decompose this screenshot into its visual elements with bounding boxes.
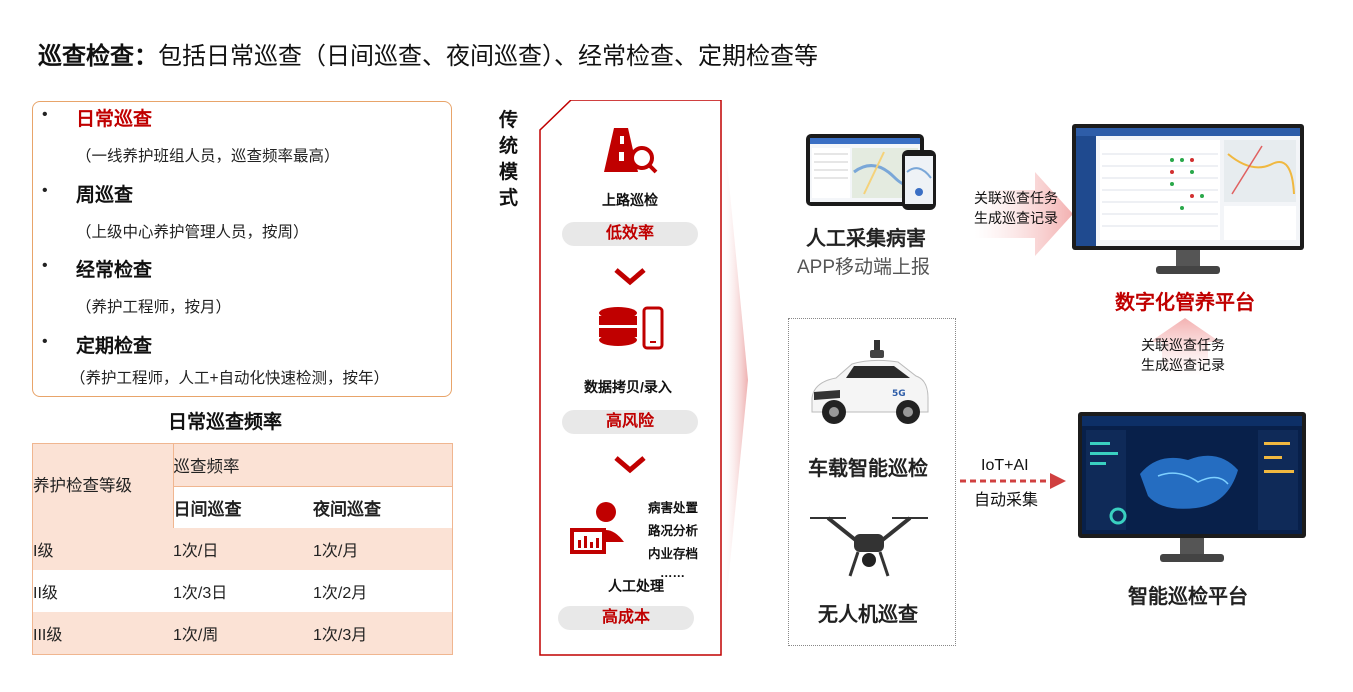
col-level-header: 养护检查等级: [33, 444, 174, 528]
database-icon: [599, 307, 637, 346]
patrol-type-name: 日常巡查: [76, 109, 153, 130]
patrol-type-name: 经常检查: [76, 260, 153, 281]
road-search-icon: [604, 128, 658, 174]
flow-arrow-shade: [721, 100, 748, 655]
step-label: 数据拷贝/录入: [584, 379, 672, 395]
iot-text-bottom: 自动采集: [974, 492, 1039, 509]
arrow-up-shade: [1150, 318, 1220, 376]
table-cell-night: 1次/月: [313, 528, 452, 570]
patrol-type-name: 周巡查: [76, 185, 134, 206]
patrol-type-desc: （养护工程师，按月）: [76, 299, 232, 316]
page-title: 巡查检查：包括日常巡查（日间巡查、夜间巡查）、经常检查、定期检查等: [38, 43, 818, 70]
bullet-icon: •: [42, 257, 48, 274]
iot-text-top: IoT+AI: [981, 457, 1029, 474]
step-tag-badge: 高成本: [558, 606, 694, 630]
manual-tasks: 病害处置 路况分析 内业存档 ……: [648, 497, 698, 580]
step-label: 人工处理: [608, 578, 664, 594]
link-mid-text: 关联巡查任务 生成巡查记录: [1141, 337, 1225, 373]
smart-platform-label: 智能巡检平台: [1128, 586, 1248, 608]
table-cell-night: 1次/2月: [313, 570, 452, 612]
chevron-down-icon: [614, 268, 646, 286]
bullet-icon: •: [42, 106, 48, 123]
auto-collect-box: [788, 318, 956, 646]
phone-icon: [642, 306, 664, 350]
step-tag-badge: 低效率: [562, 222, 698, 246]
table-cell-level: III级: [33, 612, 173, 654]
svg-text:5G: 5G: [892, 389, 906, 399]
patrol-types-box: [32, 101, 452, 397]
col-day-header: 日间巡查: [173, 486, 313, 528]
chevron-down-icon: [614, 456, 646, 474]
patrol-type-desc: （养护工程师，人工+自动化快速检测，按年）: [70, 370, 390, 387]
col-group-header: 巡查频率: [173, 444, 452, 487]
patrol-type-name: 定期检查: [76, 336, 153, 357]
link-top-text: 关联巡查任务 生成巡查记录: [974, 190, 1058, 226]
step-label: 上路巡检: [602, 192, 658, 208]
table-cell-day: 1次/日: [173, 528, 313, 570]
digital-platform-monitor: [1072, 124, 1304, 274]
iot-arrow: [960, 473, 1066, 489]
task-item: 路况分析: [648, 524, 699, 538]
patrol-type-desc: （一线养护班组人员，巡查频率最高）: [76, 148, 340, 165]
task-item: 内业存档: [648, 547, 699, 561]
vehicle-label: 车载智能巡检: [808, 458, 928, 480]
table-cell-night: 1次/3月: [313, 612, 452, 654]
step-tag-badge: 高风险: [562, 410, 698, 434]
person-computer-icon: [570, 502, 624, 554]
digital-platform-label: 数字化管养平台: [1115, 292, 1255, 314]
drone-label: 无人机巡查: [818, 604, 918, 626]
table-cell-level: II级: [33, 570, 173, 612]
traditional-flow-panel: [539, 100, 748, 656]
manual-collect-label: 人工采集病害: [806, 228, 926, 250]
table-cell-level: I级: [33, 528, 173, 570]
flow-panel-outline: [539, 100, 722, 656]
tablet-phone-illustration: [806, 134, 936, 210]
smart-platform-monitor: [1078, 412, 1306, 562]
bullet-icon: •: [42, 333, 48, 350]
freq-table-title: 日常巡查频率: [168, 412, 283, 433]
table-cell-day: 1次/3日: [173, 570, 313, 612]
manual-collect-sublabel: APP移动端上报: [797, 257, 931, 278]
traditional-mode-label: 传统模式: [499, 110, 519, 209]
drone-icon: [810, 516, 928, 577]
patrol-type-desc: （上级中心养护管理人员，按周）: [76, 224, 309, 241]
vehicle-icon: 5G: [811, 340, 929, 424]
arrow-right-shade: [975, 172, 1073, 256]
task-item: 病害处置: [648, 501, 699, 515]
col-night-header: 夜间巡查: [313, 486, 452, 528]
bullet-icon: •: [42, 182, 48, 199]
table-cell-day: 1次/周: [173, 612, 313, 654]
task-item: ……: [660, 566, 685, 580]
